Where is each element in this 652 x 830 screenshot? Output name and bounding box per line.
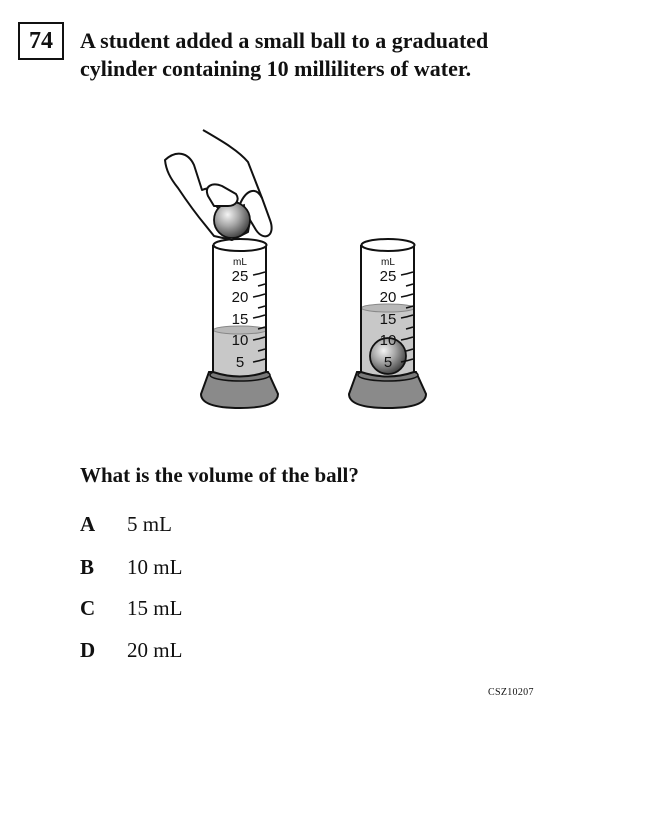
- thumb-icon: [206, 183, 239, 207]
- right-scale: [400, 271, 414, 363]
- choice-letter: C: [80, 596, 96, 620]
- left-unit-label: mL: [233, 257, 247, 268]
- left-label-25: 25: [232, 268, 249, 285]
- left-label-20: 20: [232, 289, 249, 306]
- choice-text: 5 mL: [127, 512, 172, 536]
- question-stem: A student added a small ball to a gradua…: [80, 27, 620, 83]
- right-cylinder: mL 25 20 15 10 5: [347, 238, 428, 410]
- right-label-10: 10: [380, 332, 397, 349]
- left-label-15: 15: [232, 311, 249, 328]
- left-scale: [252, 271, 266, 363]
- right-label-5: 5: [384, 354, 392, 371]
- submerged-ball-icon: [369, 337, 407, 375]
- left-label-10: 10: [232, 332, 249, 349]
- stem-line-1: A student added a small ball to a gradua…: [80, 28, 489, 53]
- choice-letter: D: [80, 638, 96, 662]
- hand-with-ball: [164, 129, 273, 241]
- question-number: 74: [18, 22, 64, 60]
- choice-text: 15 mL: [127, 596, 183, 620]
- right-base: [347, 371, 428, 410]
- left-label-5: 5: [236, 354, 244, 371]
- choice-text: 10 mL: [127, 555, 183, 579]
- choice-text: 20 mL: [127, 638, 183, 662]
- stem-line-2: cylinder containing 10 milliliters of wa…: [80, 56, 472, 81]
- choice-letter: A: [80, 512, 96, 536]
- ball-icon: [213, 201, 251, 239]
- left-water: [213, 330, 266, 376]
- item-code: CSZ10207: [488, 687, 534, 698]
- question-prompt: What is the volume of the ball?: [80, 463, 359, 487]
- left-cylinder: mL 25 20 15 10 5: [199, 238, 280, 410]
- right-label-15: 15: [380, 311, 397, 328]
- right-unit-label: mL: [381, 257, 395, 268]
- choice-letter: B: [80, 555, 95, 579]
- left-base: [199, 371, 280, 410]
- right-label-25: 25: [380, 268, 397, 285]
- graduated-cylinders-figure: mL 25 20 15 10 5 mL 25 20 15 1: [164, 129, 428, 410]
- right-label-20: 20: [380, 289, 397, 306]
